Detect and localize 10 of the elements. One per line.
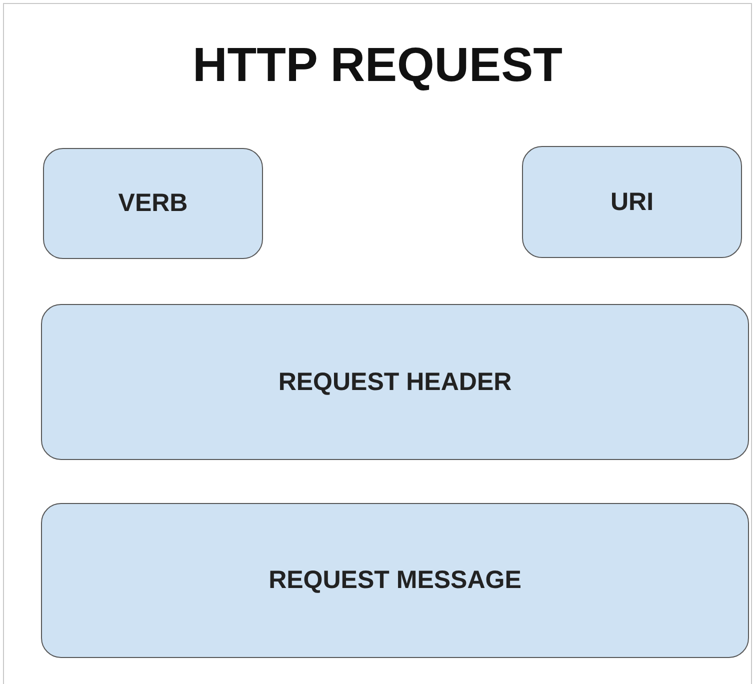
box-label: REQUEST MESSAGE — [268, 566, 522, 595]
diagram-frame — [3, 3, 752, 684]
box-label: URI — [610, 188, 654, 216]
title-heading: HTTP REQUEST — [192, 38, 562, 93]
box-label: VERB — [118, 189, 188, 218]
box-label: REQUEST HEADER — [278, 368, 512, 396]
field-box — [41, 304, 749, 460]
field-box — [522, 146, 742, 258]
field-box — [41, 503, 749, 658]
field-box — [43, 148, 263, 259]
